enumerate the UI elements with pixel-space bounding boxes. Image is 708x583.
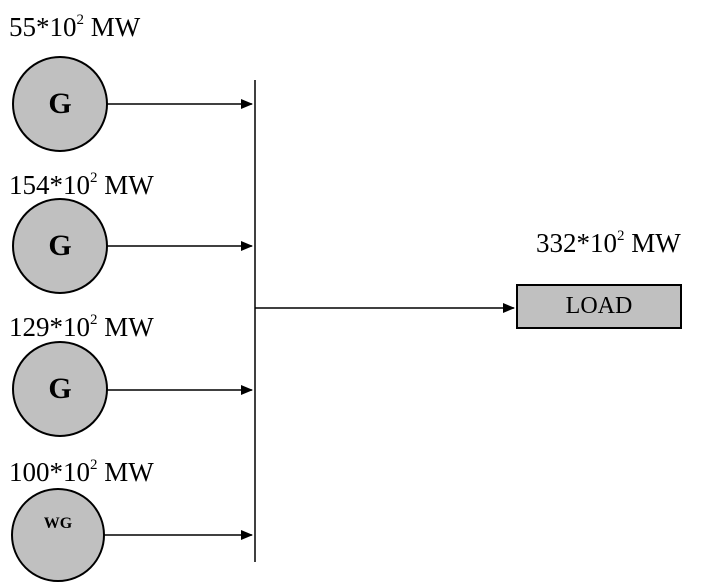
wind-generator-power-label: 100*102 MW — [9, 457, 154, 487]
generator-3-symbol: G — [48, 372, 72, 405]
generator-1-symbol: G — [48, 87, 72, 120]
wind-generator-symbol: WG — [43, 515, 73, 532]
load-label: LOAD — [565, 293, 633, 319]
generator-3-power-label: 129*102 MW — [9, 312, 154, 342]
wind-generator-circle — [11, 488, 105, 582]
load-power-label: 332*102 MW — [536, 228, 681, 258]
generator-3-circle — [12, 341, 108, 437]
generator-1-power-label: 55*102 MW — [9, 12, 141, 42]
load-box: LOAD — [516, 284, 682, 329]
generator-2-symbol: G — [48, 229, 72, 262]
generator-2-power-label: 154*102 MW — [9, 170, 154, 200]
